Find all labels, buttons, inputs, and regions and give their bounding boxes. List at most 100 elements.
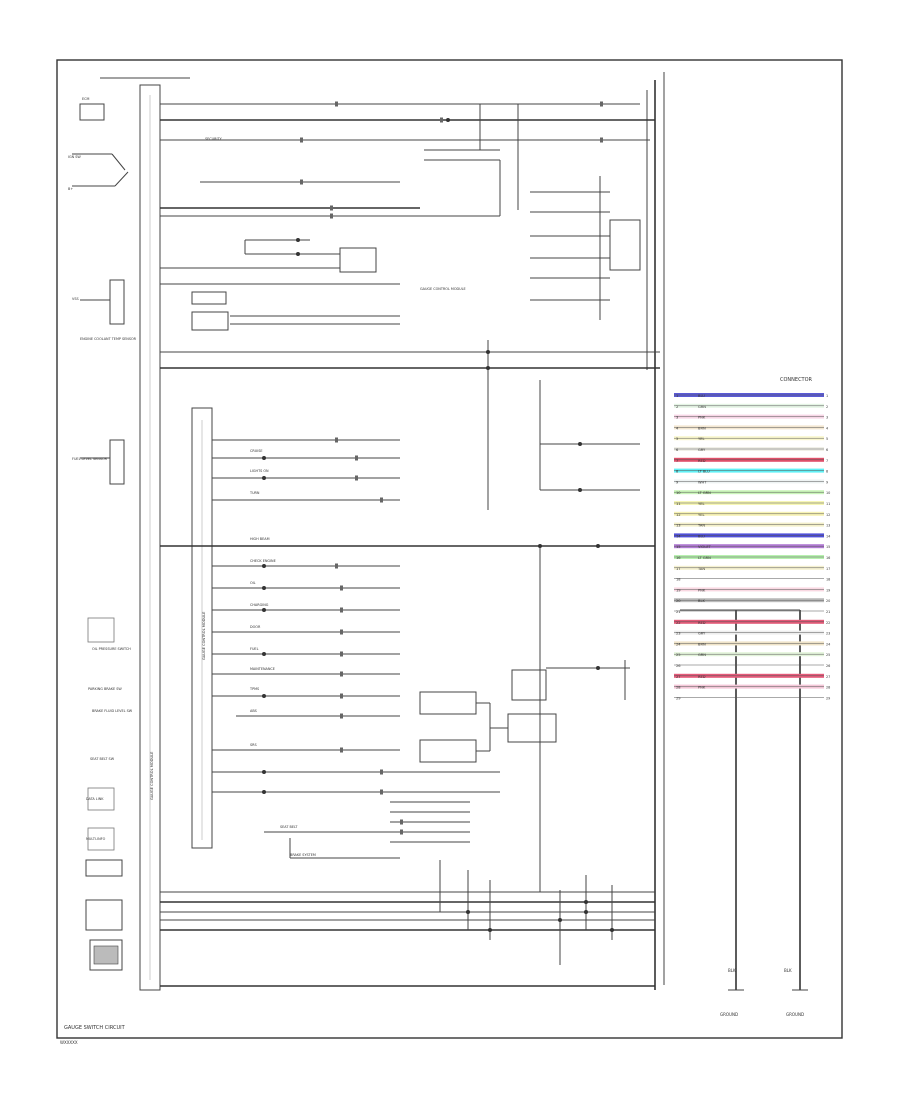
connector-pin: 21 <box>676 610 681 614</box>
connector-pin: 5 <box>676 437 678 441</box>
wire-color-name: BLU <box>698 394 705 398</box>
connector-pin-right: 18 <box>826 578 830 582</box>
connector-pin-right: 27 <box>826 675 830 679</box>
left-component-label: ENGINE COOLANT TEMP SENSOR <box>80 337 137 341</box>
wire-color-name: BLU <box>698 534 705 538</box>
center-label: SEAT BELT <box>280 825 298 829</box>
left-component-label: IGN SW <box>68 155 81 159</box>
connector-pin: 23 <box>676 632 681 636</box>
connector-pin: 17 <box>676 567 681 571</box>
diagram-frame <box>56 59 843 1039</box>
connector-pin: 13 <box>676 524 681 528</box>
connector-pin: 14 <box>676 534 681 538</box>
wire-color-name: PNK <box>698 416 706 420</box>
connector-pin-mark <box>335 563 338 569</box>
wire-color-name: BRN <box>698 642 706 646</box>
left-component-label: FUEL LEVEL SENSOR <box>72 457 108 461</box>
wire-color-name: BRN <box>698 426 706 430</box>
connector-pin-mark <box>330 213 333 219</box>
connector-pin: 16 <box>676 556 681 560</box>
wire-color-name: LT BLU <box>698 470 710 474</box>
connector-pin-mark <box>340 713 343 719</box>
wire-color-name: RED <box>698 621 706 625</box>
splice-dots <box>262 118 614 932</box>
connector-pin: 25 <box>676 653 681 657</box>
connector-pin-mark <box>440 117 443 123</box>
connector-row: 25 GRN 25 <box>674 652 830 657</box>
center-label: DOOR <box>250 625 261 629</box>
connector-pin-right: 7 <box>826 459 828 463</box>
wire-color-name: TAN <box>697 567 705 571</box>
wire-color-name: RED <box>698 459 706 463</box>
connector-pin-mark <box>340 585 343 591</box>
center-label: CHECK ENGINE <box>250 559 276 563</box>
connector-pin: 7 <box>676 459 678 463</box>
center-label: LIGHTS ON <box>250 469 269 473</box>
center-label: HIGH BEAM <box>250 537 270 541</box>
wire-color-name: GRN <box>698 653 706 657</box>
connector-pin-mark <box>300 179 303 185</box>
connector-pin-mark <box>380 789 383 795</box>
center-label: CRUISE <box>250 449 263 453</box>
connector-pin: 11 <box>676 502 681 506</box>
connector-pin: 15 <box>676 545 681 549</box>
connector-pin: 2 <box>676 405 678 409</box>
footer-label: GAUGE SWITCH CIRCUIT <box>64 1025 126 1031</box>
connector-row: 21 21 <box>674 610 830 614</box>
connector-pin: 10 <box>676 491 681 495</box>
left-component-label: OIL PRESSURE SWITCH <box>92 647 131 651</box>
connector-pin-right: 2 <box>826 405 828 409</box>
connector-pin-mark <box>600 101 603 107</box>
connector-pin: 27 <box>676 675 681 679</box>
center-label: FUEL <box>250 647 259 651</box>
connector-pin: 19 <box>676 588 681 592</box>
connector-pin-right: 24 <box>826 642 830 646</box>
connector-pin-mark <box>330 205 333 211</box>
connector-pin-mark <box>340 629 343 635</box>
connector-pin: 9 <box>676 480 679 484</box>
connector-pin-right: 23 <box>826 632 830 636</box>
wire-color-name: PNK <box>698 686 706 690</box>
connector-pin-right: 29 <box>826 696 830 700</box>
connector-pin: 20 <box>676 599 681 603</box>
connector-pin-right: 16 <box>826 556 830 560</box>
connector-title: CONNECTOR <box>780 377 813 383</box>
connector-pin: 4 <box>676 426 679 430</box>
wire-color-name: WHT <box>698 480 707 484</box>
center-label: CHARGING <box>250 603 269 607</box>
connector-pin-mark <box>340 607 343 613</box>
connector-pin: 26 <box>676 664 681 668</box>
ground-right-label: BLK <box>784 968 792 973</box>
center-label: ABS <box>250 709 257 713</box>
connector-pin-mark <box>335 101 338 107</box>
sub-bus-label: GAUGE CONTROL MODULE <box>202 611 206 660</box>
connector-pin-mark <box>340 671 343 677</box>
connector-pin-right: 11 <box>826 502 830 506</box>
connector-pin-right: 21 <box>826 610 830 614</box>
connector-pin-right: 19 <box>826 588 830 592</box>
wire-color-name: GRY <box>698 448 706 452</box>
connector-pin: 28 <box>676 686 681 690</box>
connector-pin-right: 12 <box>826 513 830 517</box>
wire-color-name: YEL <box>698 437 704 441</box>
connector-pin: 8 <box>676 470 679 474</box>
connector-pin-right: 25 <box>826 653 830 657</box>
wire-color-name: YEL <box>698 513 704 517</box>
